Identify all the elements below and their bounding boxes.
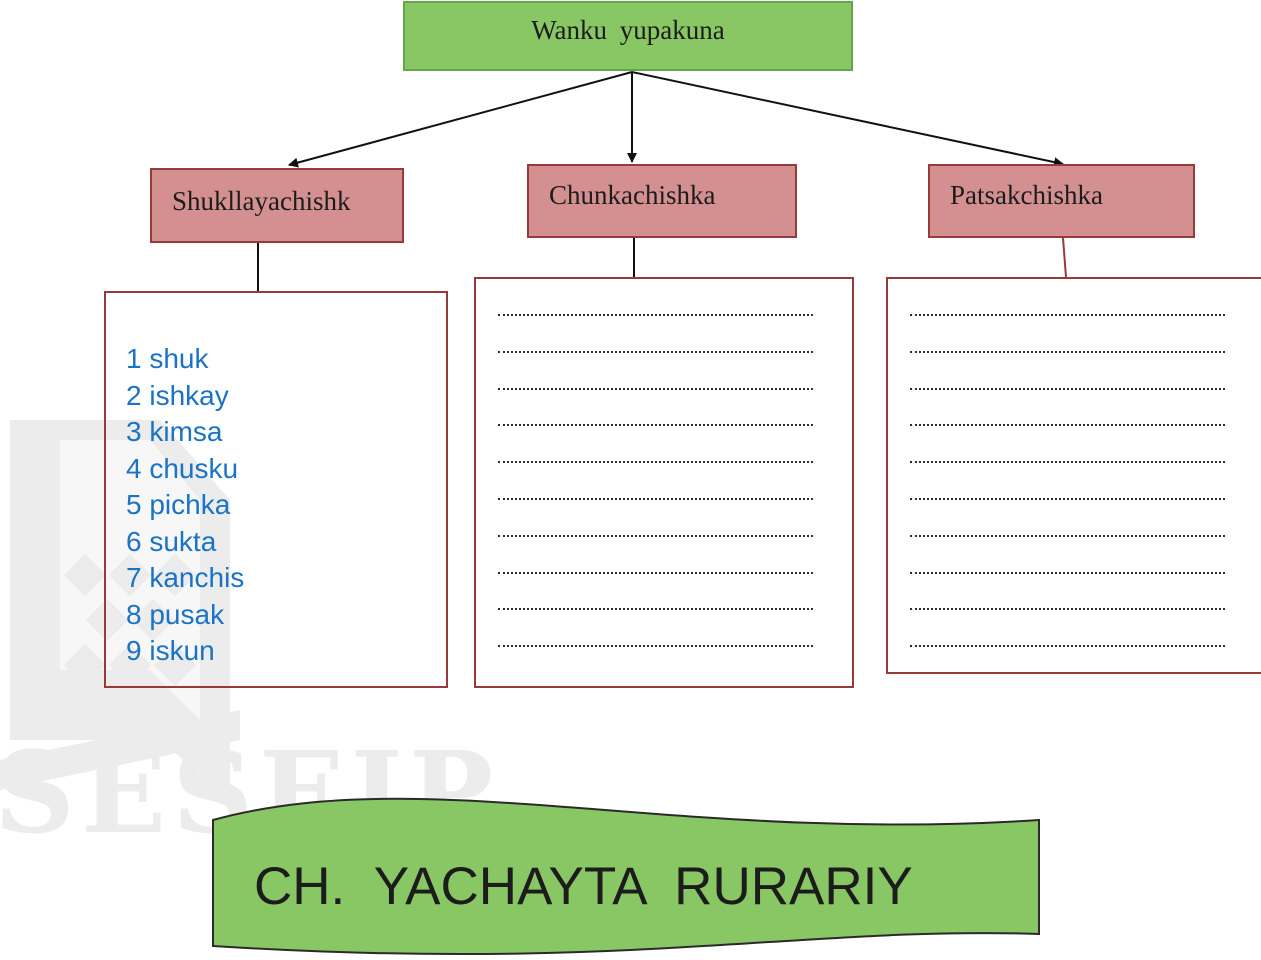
dotted-rule [910, 424, 1225, 427]
dotted-answer-line [498, 591, 813, 628]
category-patsakchishka: Patsakchishka [928, 164, 1195, 238]
list-box-shukllayachishk: 1 shuk 2 ishkay 3 kimsa 4 chusku 5 pichk… [104, 291, 448, 688]
category-chunkachishka: Chunkachishka [527, 164, 797, 238]
category-label: Shukllayachishk [172, 186, 351, 216]
dotted-rule [910, 497, 1225, 500]
list-item: 8 pusak [126, 598, 225, 630]
list-item: 9 iskun [126, 635, 215, 666]
dotted-answer-line [498, 334, 813, 371]
dotted-answer-line [498, 481, 813, 518]
list-item: 7 kanchis [126, 562, 245, 593]
dotted-answer-line [910, 371, 1225, 408]
dotted-rule [498, 461, 813, 464]
dotted-answer-line [910, 481, 1225, 518]
banner-ribbon [212, 797, 1040, 956]
blank-answer-lines [910, 297, 1225, 665]
dotted-answer-line [910, 334, 1225, 371]
dotted-rule [910, 608, 1225, 611]
dotted-answer-line [910, 591, 1225, 628]
number-word-list: 1 shuk 2 ishkay 3 kimsa 4 chusku 5 pichk… [126, 341, 244, 670]
category-shukllayachishk: Shukllayachishk [150, 168, 404, 243]
dotted-rule [910, 645, 1225, 648]
list-item: 1 shuk [126, 343, 209, 374]
dotted-answer-line [498, 297, 813, 334]
dotted-rule [498, 424, 813, 427]
dotted-rule [910, 461, 1225, 464]
dotted-answer-line [910, 297, 1225, 334]
dotted-rule [498, 350, 813, 353]
dotted-rule [910, 534, 1225, 537]
dotted-answer-line [910, 628, 1225, 665]
dotted-rule [910, 350, 1225, 353]
root-node: Wanku yupakuna [403, 1, 853, 71]
dotted-rule [498, 534, 813, 537]
arrow-to-patsakchishka [631, 71, 1064, 168]
banner-title: CH. YACHAYTA RURARIY [254, 857, 913, 916]
list-item: 5 pichka [126, 489, 231, 520]
dotted-rule [498, 497, 813, 500]
list-box-patsakchishka [886, 277, 1261, 674]
dotted-answer-line [910, 407, 1225, 444]
dotted-answer-line [910, 444, 1225, 481]
dotted-rule [498, 608, 813, 611]
dotted-rule [498, 387, 813, 390]
category-label: Chunkachishka [549, 180, 716, 210]
blank-answer-lines [498, 297, 813, 665]
category-label: Patsakchishka [950, 180, 1103, 210]
list-item: 2 ishkay [126, 379, 229, 411]
dotted-answer-line [910, 518, 1225, 555]
dotted-answer-line [498, 407, 813, 444]
dotted-rule [910, 571, 1225, 574]
dotted-answer-line [498, 371, 813, 408]
list-item: 6 sukta [126, 525, 217, 557]
dotted-answer-line [910, 555, 1225, 592]
dotted-rule [498, 571, 813, 574]
list-box-chunkachishka [474, 277, 854, 688]
dotted-rule [910, 314, 1225, 316]
dotted-answer-line [498, 555, 813, 592]
dotted-answer-line [498, 628, 813, 665]
arrow-to-shukllayachishk [288, 71, 633, 168]
list-item: 3 kimsa [126, 416, 223, 447]
dotted-rule [498, 645, 813, 648]
dotted-answer-line [498, 444, 813, 481]
dotted-rule [498, 314, 813, 316]
list-item: 4 chusku [126, 452, 239, 484]
connector-patsakchishka-list [1062, 237, 1067, 278]
root-label: Wanku yupakuna [531, 14, 725, 45]
dotted-answer-line [498, 518, 813, 555]
dotted-rule [910, 387, 1225, 390]
